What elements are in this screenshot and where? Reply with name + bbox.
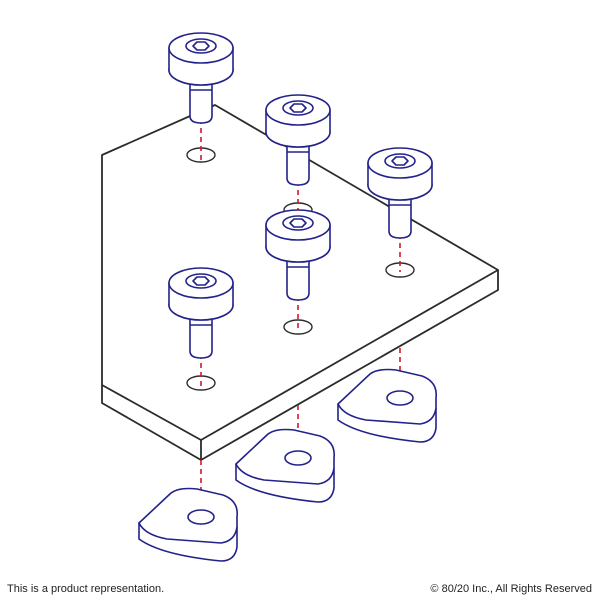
plate-holes xyxy=(186,147,415,391)
button-head-screw-icon xyxy=(265,209,331,301)
economy-t-nut-icon xyxy=(235,428,336,503)
button-head-screw-icon xyxy=(367,147,433,239)
screws xyxy=(168,32,433,359)
copyright-notice: © 80/20 Inc., All Rights Reserved xyxy=(430,583,592,595)
economy-t-nut-icon xyxy=(138,487,239,562)
product-disclaimer: This is a product representation. xyxy=(7,583,165,595)
button-head-screw-icon xyxy=(168,267,234,359)
button-head-screw-icon xyxy=(265,94,331,186)
economy-t-nut-icon xyxy=(337,368,438,443)
t-nuts xyxy=(138,368,438,562)
